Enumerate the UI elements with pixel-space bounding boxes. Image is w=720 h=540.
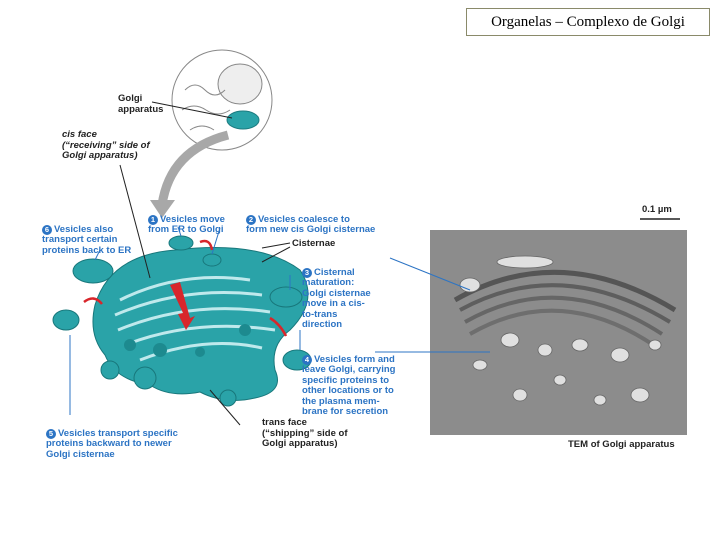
- step-6-text: Vesicles also transport certain proteins…: [42, 223, 132, 256]
- scale-bar-label: 0.1 µm: [642, 204, 672, 215]
- step-2-number: 2: [246, 214, 256, 225]
- step-3-text: Cisternal maturation: Golgi cisternae mo…: [302, 266, 371, 330]
- golgi-apparatus-label: Golgi apparatus: [118, 93, 164, 115]
- step-4-text: Vesicles form and leave Golgi, carrying …: [302, 353, 396, 417]
- step-1-number: 1: [148, 214, 158, 225]
- step-5-number: 5: [46, 428, 56, 439]
- trans-face-label: trans face (“shipping” side of Golgi app…: [262, 417, 348, 449]
- leader-lines: [69, 101, 490, 426]
- cis-face-label: cis face (“receiving” side of Golgi appa…: [62, 129, 150, 161]
- step-1-text: Vesicles move from ER to Golgi: [148, 213, 225, 235]
- zoom-arrow-head: [150, 200, 175, 218]
- cell-sketch: [171, 49, 273, 151]
- zoom-arrow: [157, 130, 230, 206]
- tem-micrograph: [430, 230, 687, 435]
- flow-arrows: [83, 239, 288, 337]
- step-2-text: Vesicles coalesce to form new cis Golgi …: [246, 213, 376, 235]
- golgi-stack: [92, 247, 309, 407]
- slide-title: Organelas – Complexo de Golgi: [466, 8, 710, 36]
- step-6-number: 6: [42, 224, 52, 235]
- cisternae-label: Cisternae: [292, 238, 336, 249]
- step-5-text: Vesicles transport specific proteins bac…: [46, 427, 178, 460]
- step-4-number: 4: [302, 354, 312, 365]
- step-3-number: 3: [302, 267, 312, 278]
- tem-caption: TEM of Golgi apparatus: [568, 439, 675, 450]
